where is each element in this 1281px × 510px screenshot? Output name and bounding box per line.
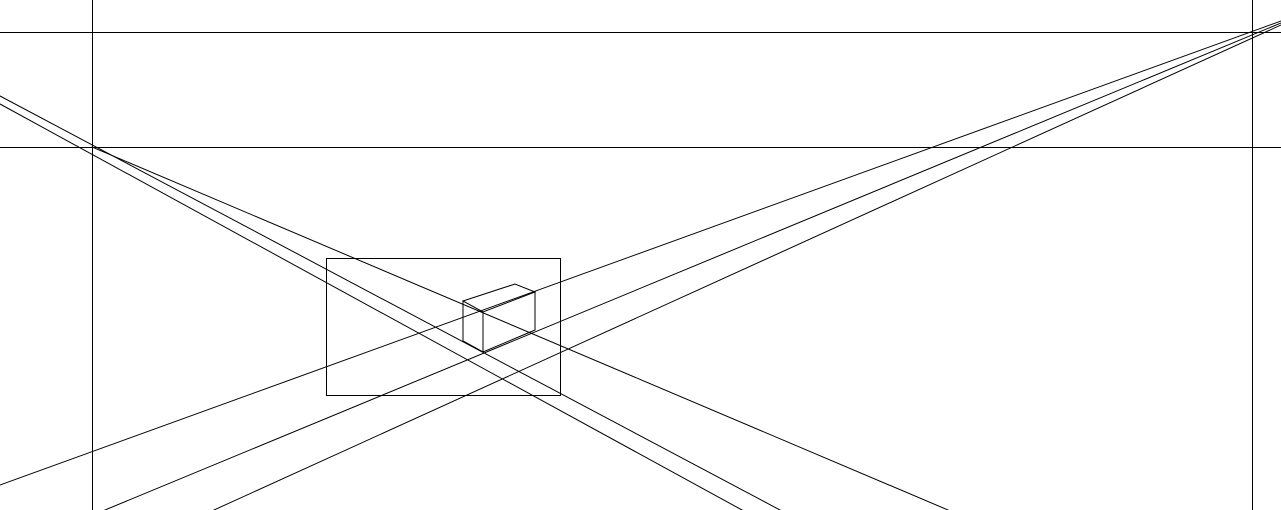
right-vp-line-1	[0, 20, 1281, 486]
left-vp-line-1	[0, 95, 781, 510]
box-right-face	[482, 291, 536, 353]
left-vp-line-3	[91, 146, 949, 510]
picture-frame-rect	[326, 258, 561, 396]
left-vanishing-lines	[0, 95, 949, 510]
right-vanishing-lines	[0, 20, 1281, 510]
perspective-box	[461, 283, 537, 353]
box-top-face	[461, 283, 537, 313]
left-vp-line-2	[0, 103, 743, 510]
right-vp-line-2	[104, 22, 1281, 510]
right-vp-line-3	[213, 24, 1281, 510]
box-left-face	[462, 300, 484, 353]
